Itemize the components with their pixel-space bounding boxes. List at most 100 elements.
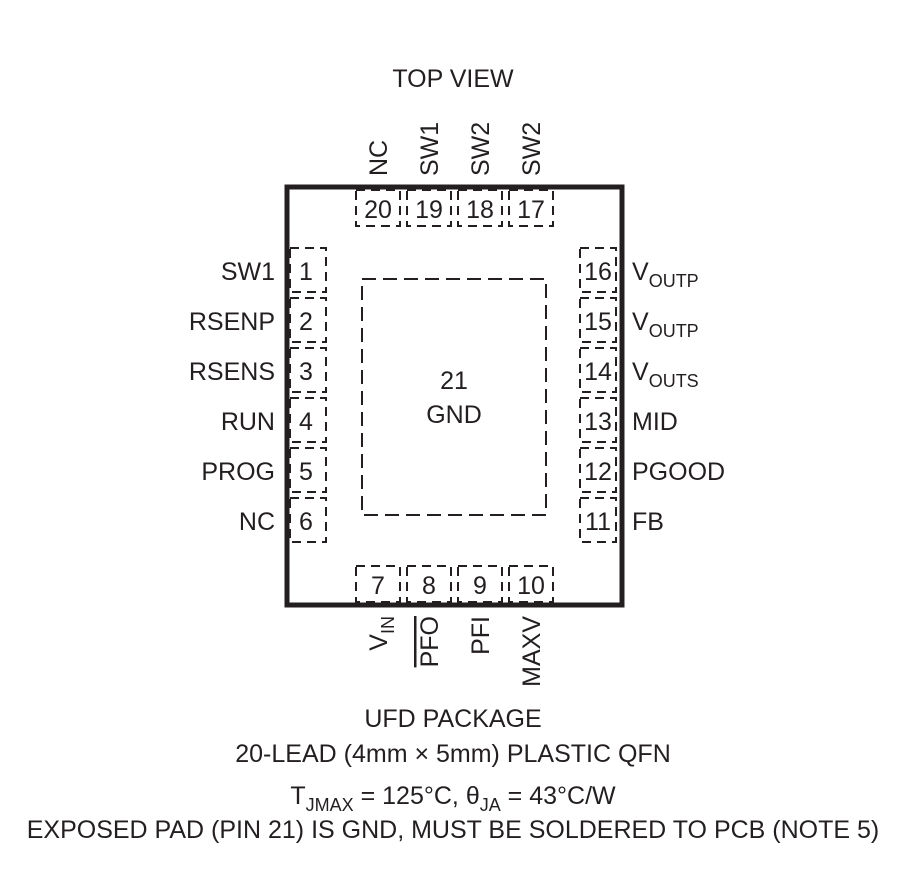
- pin-pad: [289, 247, 327, 293]
- pin-pad: [406, 189, 452, 227]
- thermal-specs: TJMAX = 125°C, θJA = 43°C/W: [290, 782, 616, 815]
- exposed-pad-outline: [361, 278, 547, 516]
- pin-number: 10: [517, 572, 545, 600]
- pin-label-subscript: IN: [378, 616, 398, 634]
- exposed-pad-note: EXPOSED PAD (PIN 21) IS GND, MUST BE SOL…: [27, 816, 880, 844]
- pin-pad: [355, 189, 401, 227]
- pin-number: 6: [299, 508, 313, 536]
- view-title: TOP VIEW: [392, 65, 514, 93]
- pin-label: NC: [365, 140, 393, 176]
- pin-number: 5: [299, 458, 313, 486]
- pin-label-text: SW1: [221, 258, 275, 286]
- pin-label-text: V: [632, 258, 649, 286]
- pin-number: 11: [585, 508, 611, 536]
- pin-number: 7: [371, 572, 385, 600]
- pin-label-text: NC: [365, 140, 393, 176]
- pin-left-6: 6 NC: [239, 497, 327, 543]
- pin-pad: [289, 397, 327, 443]
- exposed-pad-number: 21: [440, 367, 468, 395]
- pin-label-subscript: OUTS: [649, 371, 699, 391]
- pin-label-text: PGOOD: [632, 458, 725, 486]
- pin-pad: [457, 189, 503, 227]
- pin-label: RSENP: [189, 308, 275, 336]
- pin-label: FB: [632, 508, 664, 536]
- pin-number: 20: [364, 196, 392, 224]
- pin-pad: [289, 447, 327, 493]
- pin-right-13: 13 MID: [579, 397, 678, 443]
- pin-number: 12: [584, 458, 612, 486]
- pin-pad: [289, 297, 327, 343]
- pin-left-4: 4 RUN: [221, 397, 327, 443]
- pin-left-3: 3 RSENS: [189, 347, 327, 393]
- pin-top-20: 20 NC: [355, 140, 401, 227]
- pin-label-text: FB: [632, 508, 664, 536]
- tjmax-symbol: T: [290, 782, 305, 810]
- pin-label-text: SW2: [518, 122, 546, 176]
- pin-number: 15: [584, 308, 612, 336]
- pin-number: 18: [466, 196, 494, 224]
- pin-right-15: 15 VOUTP: [579, 297, 699, 343]
- pin-label: SW2: [518, 122, 546, 176]
- pin-label: RUN: [221, 408, 275, 436]
- pin-label-text: RSENP: [189, 308, 275, 336]
- pin-label-text: RSENS: [189, 358, 275, 386]
- pin-label: PROG: [201, 458, 275, 486]
- pin-number: 17: [517, 196, 545, 224]
- exposed-pad-name: GND: [426, 401, 482, 429]
- pin-pad: [579, 347, 617, 393]
- pin-label-text: MAXV: [518, 616, 546, 687]
- pin-pad: [355, 565, 401, 603]
- pin-label-text: RUN: [221, 408, 275, 436]
- pin-pad: [579, 447, 617, 493]
- pin-number: 3: [299, 358, 313, 386]
- pin-label-text: PROG: [201, 458, 275, 486]
- pin-label-text: NC: [239, 508, 275, 536]
- pin-label: MAXV: [518, 616, 546, 687]
- pin-pad: [579, 497, 617, 543]
- pin-number: 13: [584, 408, 612, 436]
- pin-label: SW2: [467, 122, 495, 176]
- theta-subscript: JA: [480, 795, 501, 815]
- pin-top-17: 17 SW2: [508, 122, 554, 227]
- pin-label: SW1: [221, 258, 275, 286]
- pin-top-18: 18 SW2: [457, 122, 503, 227]
- pin-pad: [579, 297, 617, 343]
- package-body: [284, 184, 625, 608]
- pin-pad: [289, 497, 327, 543]
- theta-symbol: θ: [466, 782, 480, 810]
- pin-pad: [289, 347, 327, 393]
- pin-label: MID: [632, 408, 678, 436]
- pin-number: 14: [584, 358, 612, 386]
- pin-label: PGOOD: [632, 458, 725, 486]
- pin-label-text: PFI: [467, 616, 495, 655]
- pin-label-subscript: OUTP: [649, 271, 699, 291]
- pin-label-text: SW2: [467, 122, 495, 176]
- pin-label: RSENS: [189, 358, 275, 386]
- package-name: UFD PACKAGE: [364, 705, 541, 733]
- pin-label: VIN: [365, 616, 398, 651]
- pin-number: 16: [584, 258, 612, 286]
- pin-pad: [406, 565, 452, 603]
- pin-label-text: V: [632, 308, 649, 336]
- pin-label: VOUTS: [632, 358, 699, 391]
- pin-number: 8: [422, 572, 436, 600]
- pin-label: PFI: [467, 616, 495, 655]
- pin-number: 19: [415, 196, 443, 224]
- pin-number: 9: [473, 572, 487, 600]
- pin-label-text: SW1: [416, 122, 444, 176]
- pin-left-5: 5 PROG: [201, 447, 327, 493]
- pin-number: 4: [299, 408, 313, 436]
- tjmax-value: = 125°C,: [354, 782, 466, 810]
- pin-label-text: V: [632, 358, 649, 386]
- pin-label-text: MID: [632, 408, 678, 436]
- pin-pad: [508, 565, 554, 603]
- pin-label: VOUTP: [632, 258, 699, 291]
- pin-label: VOUTP: [632, 308, 699, 341]
- pin-right-11: 11 FB: [579, 497, 664, 543]
